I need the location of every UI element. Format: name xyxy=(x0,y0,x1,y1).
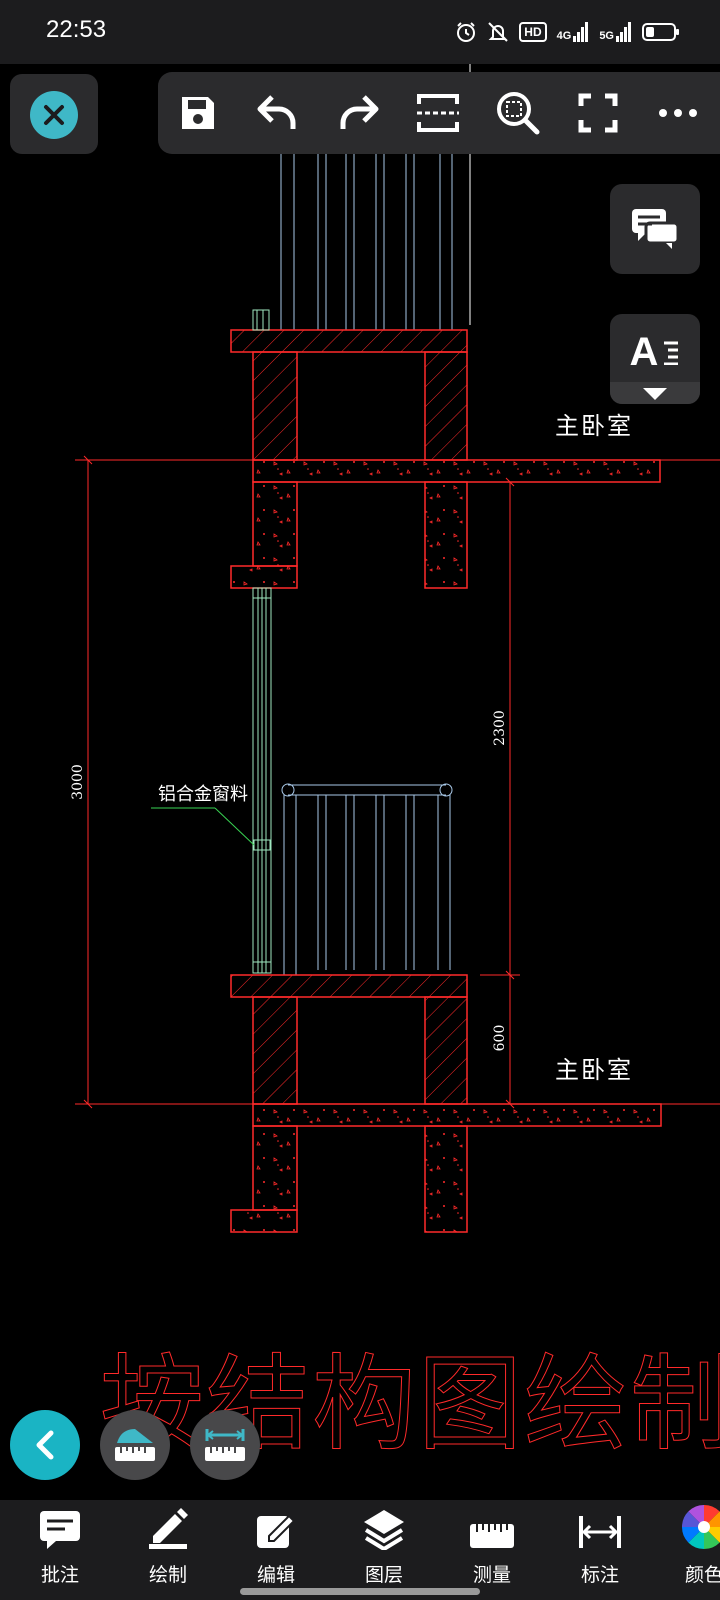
cad-drawing-canvas[interactable]: 3000 2300 600 铝合金窗料 主卧室 主卧室 按结构图绘制 xyxy=(0,64,720,1500)
more-button[interactable] xyxy=(638,72,718,154)
home-indicator xyxy=(240,1588,480,1595)
signal-4g: 4G xyxy=(557,22,590,42)
color-wheel-icon xyxy=(681,1504,720,1550)
save-button[interactable] xyxy=(158,72,238,154)
close-panel xyxy=(10,74,98,154)
undo-button[interactable] xyxy=(238,72,318,154)
zoom-extents-button[interactable] xyxy=(478,72,558,154)
aluminum-window xyxy=(252,587,272,974)
text-style-glyph: A xyxy=(629,329,659,374)
close-button[interactable] xyxy=(30,91,78,139)
pencil-icon xyxy=(149,1508,188,1549)
comments-icon xyxy=(632,209,680,249)
edit-icon xyxy=(257,1514,296,1548)
nav-label: 测量 xyxy=(472,1564,511,1586)
fullscreen-button[interactable] xyxy=(558,72,638,154)
nav-label: 批注 xyxy=(40,1564,79,1586)
nav-item-dimension[interactable]: 标注 xyxy=(560,1500,640,1600)
signal-icon xyxy=(616,22,631,42)
window-callout-label: 铝合金窗料 xyxy=(158,784,248,805)
zoom-extents-icon xyxy=(497,92,540,135)
battery-icon xyxy=(642,23,679,41)
nav-label: 颜色 xyxy=(684,1564,720,1586)
crop-icon xyxy=(417,94,459,132)
text-style-button[interactable]: A xyxy=(610,314,700,404)
comments-button[interactable] xyxy=(610,184,700,274)
signal-5g: 5G xyxy=(599,22,632,42)
window-callout: 铝合金窗料 xyxy=(151,784,255,846)
top-toolbar xyxy=(158,72,720,154)
fullscreen-icon xyxy=(578,93,618,133)
nav-label: 标注 xyxy=(580,1564,619,1586)
measure-area-button[interactable] xyxy=(100,1410,170,1480)
dimension-split xyxy=(480,477,520,1109)
status-icons: HD 4G 5G xyxy=(455,18,680,46)
nav-item-edit[interactable]: 编辑 xyxy=(236,1500,316,1600)
nav-item-draw[interactable]: 绘制 xyxy=(128,1500,208,1600)
window-top-frame xyxy=(252,309,270,331)
alarm-icon xyxy=(457,22,476,42)
back-button[interactable] xyxy=(10,1410,80,1480)
nav-item-measure[interactable]: 测量 xyxy=(452,1500,532,1600)
length-ruler-icon xyxy=(205,1429,245,1461)
more-icon xyxy=(659,109,697,117)
lower-structure xyxy=(230,974,662,1233)
upper-structure xyxy=(230,329,661,589)
nav-item-annotation[interactable]: 批注 xyxy=(20,1500,100,1600)
status-time: 22:53 xyxy=(46,16,107,43)
save-icon xyxy=(182,97,214,129)
nav-label: 编辑 xyxy=(256,1564,295,1586)
chevron-down-icon xyxy=(643,388,667,400)
close-icon xyxy=(44,105,64,125)
annotation-icon xyxy=(40,1511,80,1549)
dim-lower-label: 600 xyxy=(492,1025,508,1052)
redo-icon xyxy=(340,95,379,129)
bottom-nav: 批注 绘制 编辑 图层 测量 标注 xyxy=(0,1500,720,1600)
lower-railing xyxy=(281,783,453,975)
crop-button[interactable] xyxy=(398,72,478,154)
ruler-icon xyxy=(470,1524,514,1548)
chevron-left-icon xyxy=(36,1430,54,1460)
dim-total-label: 3000 xyxy=(70,764,86,800)
dimension-total xyxy=(83,455,93,1109)
layers-icon xyxy=(364,1510,404,1550)
room-label-bottom: 主卧室 xyxy=(555,1056,633,1084)
measure-length-button[interactable] xyxy=(190,1410,260,1480)
mute-icon xyxy=(488,22,508,42)
dim-upper-label: 2300 xyxy=(492,710,508,746)
dimension-icon xyxy=(579,1516,621,1548)
list-lines-icon xyxy=(664,341,679,365)
upper-railing xyxy=(280,64,471,330)
room-label-top: 主卧室 xyxy=(555,412,633,440)
nav-label: 绘制 xyxy=(148,1564,187,1586)
hd-badge: HD xyxy=(519,22,547,42)
area-ruler-icon xyxy=(115,1429,155,1461)
nav-item-color[interactable]: 颜色 xyxy=(664,1500,720,1600)
nav-item-layers[interactable]: 图层 xyxy=(344,1500,424,1600)
undo-icon xyxy=(257,95,296,129)
redo-button[interactable] xyxy=(318,72,398,154)
signal-icon xyxy=(573,22,589,42)
nav-label: 图层 xyxy=(364,1564,403,1586)
status-bar: 22:53 HD 4G 5G xyxy=(0,0,720,64)
